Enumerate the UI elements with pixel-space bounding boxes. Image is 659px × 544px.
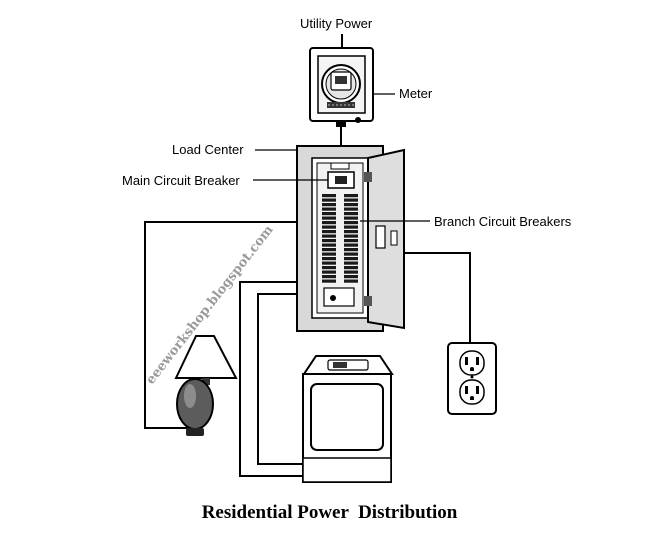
breaker-slot — [344, 230, 358, 234]
outlet-icon — [447, 342, 497, 415]
main-breaker-label: Main Circuit Breaker — [122, 173, 240, 188]
diagram-caption: Residential Power Distribution — [201, 502, 458, 523]
breaker-slot — [322, 266, 336, 270]
utility-power-label: Utility Power — [300, 16, 373, 31]
breaker-slot — [322, 279, 336, 283]
breaker-slot — [322, 275, 336, 279]
breaker-slot — [344, 221, 358, 225]
breaker-slot — [344, 234, 358, 238]
breaker-slot — [344, 207, 358, 211]
meter-label: Meter — [399, 86, 433, 101]
breaker-slot — [322, 257, 336, 261]
dryer-wire-outer — [239, 281, 303, 477]
branch-breakers — [322, 194, 358, 283]
breaker-slot — [344, 239, 358, 243]
dryer-wire-inner — [257, 293, 303, 465]
breaker-slot — [322, 230, 336, 234]
breaker-slot — [322, 216, 336, 220]
breaker-slot — [322, 248, 336, 252]
breaker-slot — [322, 221, 336, 225]
breaker-slot — [344, 194, 358, 198]
breaker-slot — [344, 275, 358, 279]
breaker-slot — [344, 279, 358, 283]
breaker-slot — [322, 270, 336, 274]
breaker-slot — [344, 266, 358, 270]
outlet-wire — [404, 252, 471, 343]
breaker-slot — [322, 261, 336, 265]
breaker-slot — [344, 203, 358, 207]
breaker-slot — [344, 225, 358, 229]
load-center-label: Load Center — [172, 142, 244, 157]
breaker-slot — [344, 261, 358, 265]
breaker-slot — [322, 212, 336, 216]
breaker-slot — [344, 212, 358, 216]
breaker-slot — [344, 252, 358, 256]
breaker-slot — [344, 216, 358, 220]
breaker-slot — [322, 198, 336, 202]
breaker-slot — [322, 239, 336, 243]
wires — [144, 221, 471, 477]
breaker-slot — [322, 194, 336, 198]
breaker-slot — [344, 248, 358, 252]
breaker-slot — [344, 198, 358, 202]
lamp-icon — [174, 335, 238, 436]
breaker-slot — [322, 252, 336, 256]
lamp-wire — [144, 221, 297, 429]
meter-icon — [309, 47, 374, 127]
dryer-icon — [302, 355, 394, 483]
breaker-slot — [344, 257, 358, 261]
breaker-slot — [322, 234, 336, 238]
breaker-slot — [344, 270, 358, 274]
breaker-slot — [322, 243, 336, 247]
breaker-slot — [322, 203, 336, 207]
breaker-slot — [322, 207, 336, 211]
breaker-slot — [344, 243, 358, 247]
panel-door — [364, 148, 405, 330]
breaker-slot — [322, 225, 336, 229]
branch-breakers-label: Branch Circuit Breakers — [434, 214, 572, 229]
